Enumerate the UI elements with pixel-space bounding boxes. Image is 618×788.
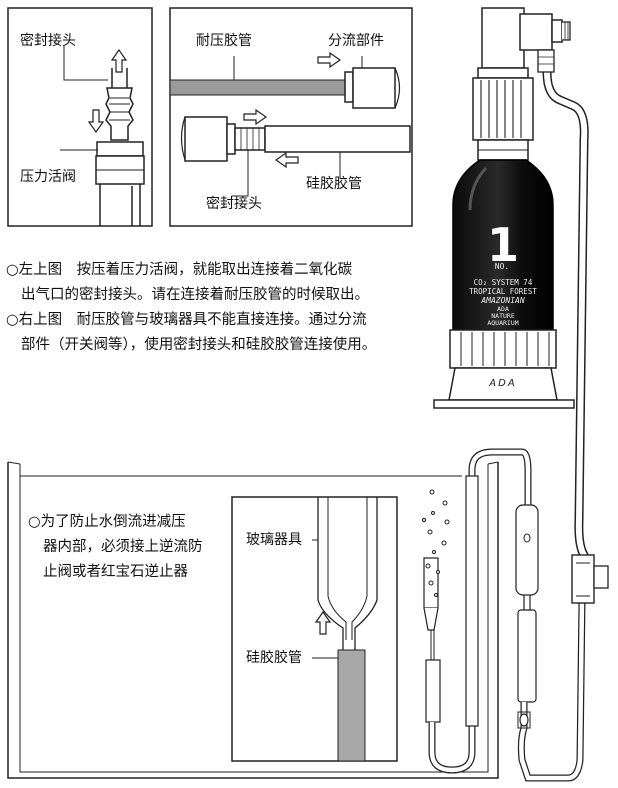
note-2-line-1: ○右上图 耐压胶管与玻璃器具不能直接连接。通过分流 <box>6 312 367 328</box>
bubbles <box>422 489 450 597</box>
cylinder-line-4: ADA <box>497 305 509 313</box>
cylinder-number: 1 <box>486 218 519 272</box>
panel-seal-valve <box>7 7 153 227</box>
up-arrow-icon <box>110 48 128 73</box>
aquarium-tank <box>7 448 609 782</box>
tank-note-line-2: 器内部，必须接上逆流防 <box>43 539 203 555</box>
cylinder-line-3: AMAZONIAN <box>481 296 525 305</box>
label-silicone-hose-tank: 硅胶胶管 <box>246 650 302 666</box>
cylinder-line-2: TROPICAL FOREST <box>469 287 537 296</box>
panel-hose-splitter <box>169 7 413 227</box>
tank-note-line-3: 止阀或者红宝石逆止器 <box>43 564 188 580</box>
tank-note: ○为了防止水倒流进减压 器内部，必须接上逆流防 止阀或者红宝石逆止器 <box>28 510 203 585</box>
label-pressure-hose: 耐压胶管 <box>196 33 252 49</box>
note-1-line-1: ○左上图 按压着压力活阀，就能取出连接着二氧化碳 <box>6 262 353 278</box>
up-arrow-icon <box>314 610 332 635</box>
right-arrow-icon <box>243 108 268 126</box>
cylinder-line-6: AQUARIUM <box>487 319 519 327</box>
tank-note-line-1: ○为了防止水倒流进减压 <box>28 514 186 530</box>
cylinder-line-5: NATURE <box>491 312 515 320</box>
usage-notes: ○左上图 按压着压力活阀，就能取出连接着二氧化碳 出气口的密封接头。请在连接着耐… <box>6 258 376 358</box>
co2-cylinder <box>433 7 589 560</box>
down-arrow-icon <box>87 109 105 134</box>
cylinder-no-label: NO. <box>494 262 510 271</box>
cylinder-line-1: CO₂ SYSTEM 74 <box>473 278 533 287</box>
label-glassware: 玻璃器具 <box>246 532 302 548</box>
label-silicone-hose: 硅胶胶管 <box>306 176 362 192</box>
label-seal-joint: 密封接头 <box>20 33 76 49</box>
right-arrow-icon <box>317 51 342 69</box>
note-1-line-2: 出气口的密封接头。请在连接着耐压胶管的时候取出。 <box>21 287 369 303</box>
label-splitter: 分流部件 <box>328 33 384 49</box>
note-2-line-2: 部件（开关阀等），使用密封接头和硅胶胶管连接使用。 <box>21 337 377 353</box>
left-arrow-icon <box>274 151 299 169</box>
label-pressure-valve: 压力活阀 <box>20 169 76 185</box>
label-seal-joint-2: 密封接头 <box>206 196 262 212</box>
ada-logo: ADA <box>489 378 517 389</box>
